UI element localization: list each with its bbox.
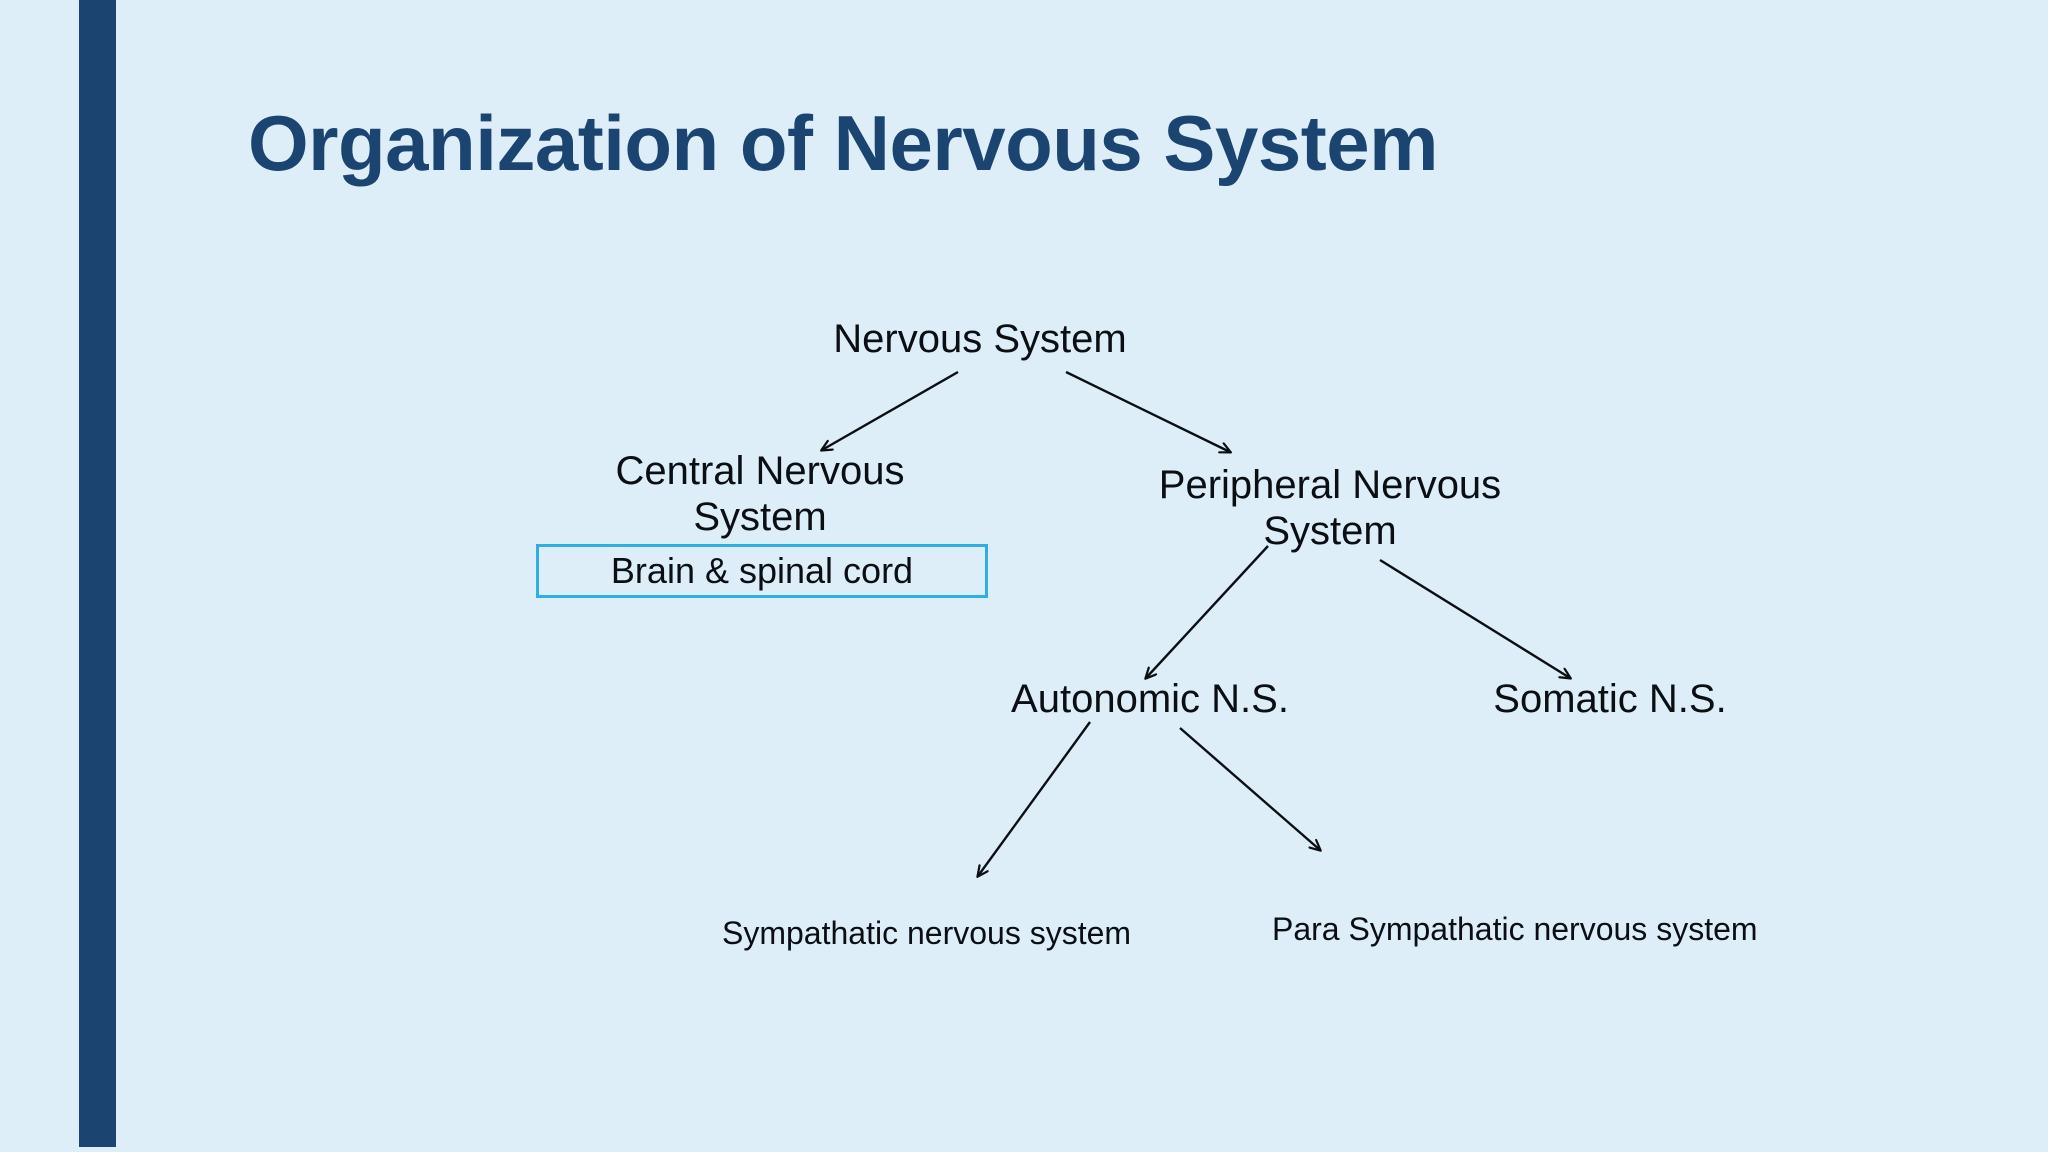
node-brain-and-spinal-cord-label: Brain & spinal cord [610, 550, 914, 591]
node-somatic-ns: Somatic N.S. [1493, 677, 1727, 721]
edge-pns-to-somatic [1379, 558, 1570, 678]
node-peripheral-nervous-system: Peripheral Nervous System [1158, 463, 1502, 554]
edge-autonomic-to-parasympathetic [1179, 727, 1320, 850]
node-central-nervous-system: Central Nervous System [615, 449, 905, 540]
node-parasympathetic-nervous-system: Para Sympathatic nervous system [1272, 911, 1758, 947]
node-autonomic-ns: Autonomic N.S. [1011, 677, 1289, 721]
node-brain-and-spinal-cord-box: Brain & spinal cord [536, 544, 988, 598]
page-title: Organization of Nervous System [248, 99, 1438, 187]
edge-root-to-pns [1065, 370, 1230, 452]
node-sympathetic-nervous-system: Sympathatic nervous system [722, 915, 1132, 951]
edge-root-to-cns [822, 370, 959, 450]
edge-autonomic-to-sympathetic [978, 721, 1091, 876]
edge-pns-to-autonomic [1146, 545, 1269, 678]
node-nervous-system: Nervous System [833, 317, 1127, 361]
left-accent-bar [79, 0, 116, 1147]
